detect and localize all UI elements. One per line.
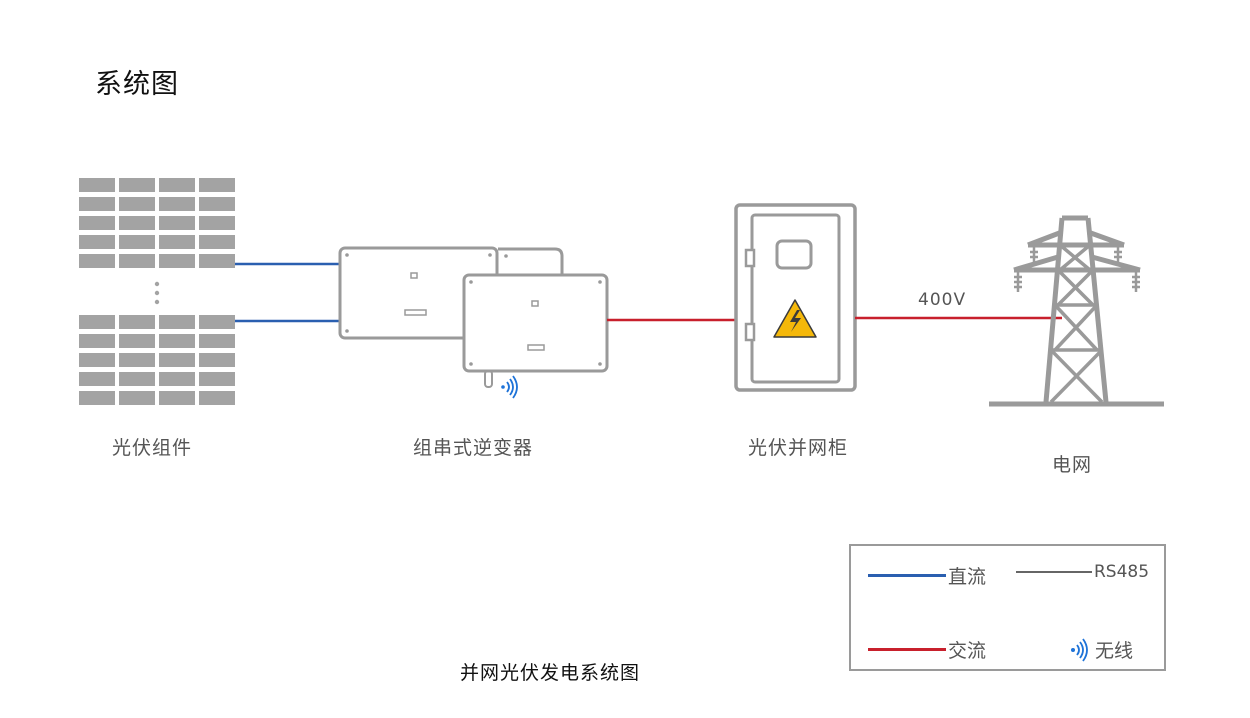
legend-wireless-label: 无线 xyxy=(1095,640,1134,662)
legend-dc-label: 直流 xyxy=(948,566,987,588)
legend-item-dc: 直流 xyxy=(868,562,986,589)
voltage-label: 400V xyxy=(918,290,967,310)
page-title: 系统图 xyxy=(95,69,179,100)
label-grid-tie-cabinet: 光伏并网柜 xyxy=(748,437,849,459)
legend-dc-line xyxy=(868,574,946,577)
legend-rs485-label: RS485 xyxy=(1094,562,1150,582)
label-power-grid: 电网 xyxy=(1052,454,1093,476)
legend-item-wireless: 无线 xyxy=(1069,636,1133,663)
tower-insulators xyxy=(1014,247,1140,292)
label-string-inverter: 组串式逆变器 xyxy=(413,437,534,459)
pv-ellipsis-dots xyxy=(154,281,160,305)
transmission-tower xyxy=(989,215,1164,407)
legend: 直流 RS485 交流 无线 xyxy=(849,544,1166,671)
legend-item-rs485: RS485 xyxy=(1016,562,1149,582)
wireless-signal-icon xyxy=(501,375,518,399)
label-pv-modules: 光伏组件 xyxy=(112,437,193,459)
legend-wireless-icon xyxy=(1071,637,1088,662)
diagram-caption: 并网光伏发电系统图 xyxy=(459,662,640,684)
pv-array-top xyxy=(79,178,235,268)
legend-ac-line xyxy=(868,648,946,651)
inverter-details xyxy=(345,253,602,388)
string-inverters xyxy=(338,246,609,373)
legend-rs485-line xyxy=(1016,571,1092,573)
legend-ac-label: 交流 xyxy=(948,640,987,662)
legend-item-ac: 交流 xyxy=(868,636,986,663)
grid-tie-cabinet xyxy=(734,203,857,392)
high-voltage-warning-icon xyxy=(773,299,817,338)
pv-array-bottom xyxy=(79,315,235,405)
